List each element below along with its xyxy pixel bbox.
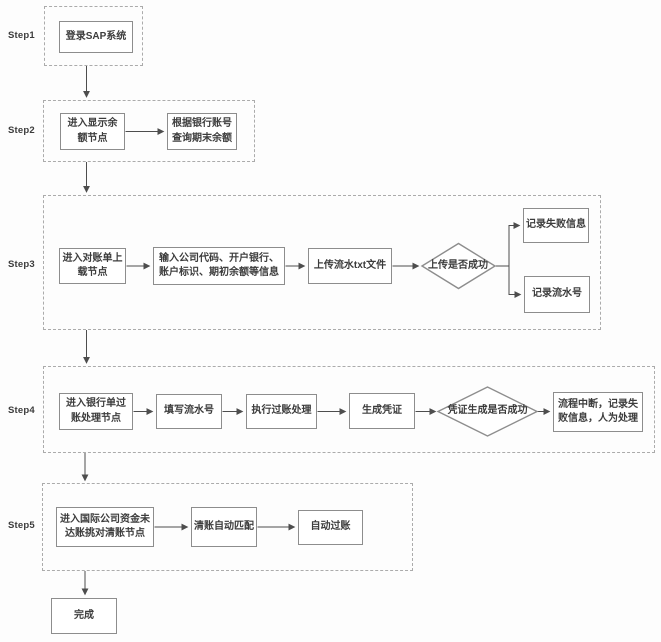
step5-label: Step5 [8, 520, 35, 531]
node-enter-clearing-node: 进入国际公司资金未达账挑对清账节点 [56, 507, 154, 547]
decision-upload-success-shape [420, 242, 497, 290]
step1-label: Step1 [8, 30, 35, 41]
step1-group [44, 6, 143, 66]
node-enter-bank-posting: 进入银行单过账处理节点 [59, 393, 133, 430]
node-auto-match: 清账自动匹配 [191, 507, 257, 547]
node-record-failure-info: 记录失败信息 [523, 208, 589, 243]
step5-group [42, 483, 413, 571]
node-enter-statement-upload: 进入对账单上载节点 [59, 248, 126, 284]
arrow-decision-fail [495, 222, 521, 267]
node-login-sap: 登录SAP系统 [59, 21, 133, 53]
decision-upload-success-label: 上传是否成功 [428, 260, 488, 271]
node-upload-txt-file: 上传流水txt文件 [308, 248, 392, 284]
step2-group [43, 100, 255, 162]
node-execute-posting: 执行过账处理 [246, 394, 317, 429]
step3-group [43, 195, 601, 330]
step3-label: Step3 [8, 259, 35, 270]
node-generate-voucher: 生成凭证 [349, 393, 415, 429]
step4-label: Step4 [8, 405, 35, 416]
node-auto-posting: 自动过账 [298, 510, 363, 545]
node-interrupt-manual: 流程中断，记录失败信息，人为处理 [553, 392, 643, 432]
node-input-account-info: 输入公司代码、开户银行、账户标识、期初余额等信息 [153, 247, 285, 285]
arrow-decision-serial [508, 266, 522, 298]
step2-label: Step2 [8, 125, 35, 136]
node-query-ending-balance: 根据银行账号查询期末余额 [167, 113, 237, 150]
node-finish: 完成 [51, 598, 117, 634]
step4-group [43, 366, 655, 453]
node-fill-serial-no: 填写流水号 [156, 394, 222, 429]
decision-voucher-success-shape [436, 386, 539, 437]
decision-voucher-success-label: 凭证生成是否成功 [447, 405, 528, 416]
node-enter-display-balance: 进入显示余额节点 [60, 113, 125, 150]
node-record-serial-no: 记录流水号 [524, 276, 590, 313]
